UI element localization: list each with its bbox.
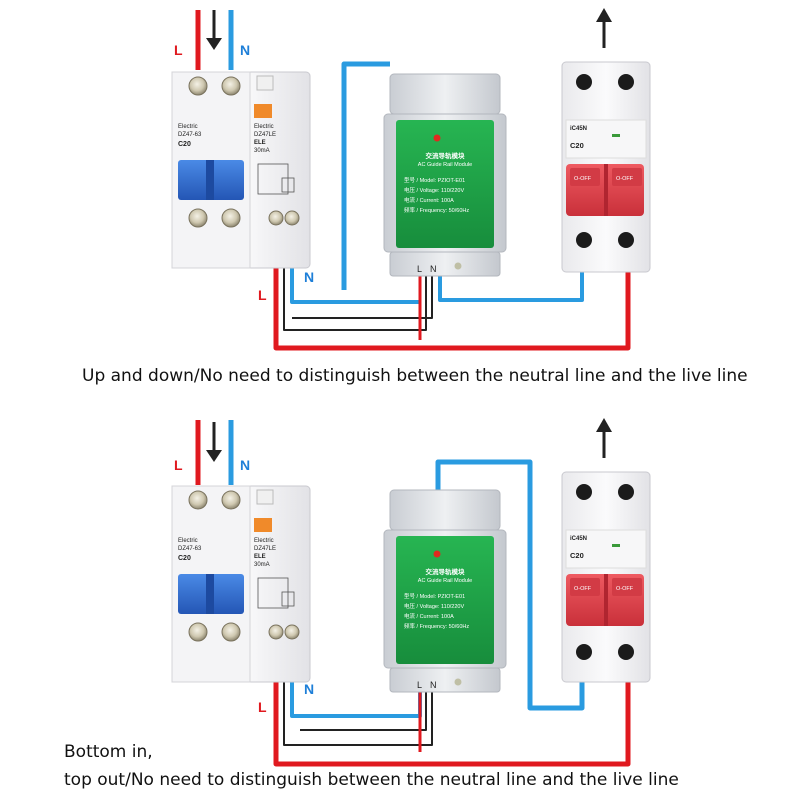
breaker-off-left: O-OFF bbox=[574, 586, 592, 592]
breaker-handle-right[interactable] bbox=[612, 578, 642, 596]
screw-hole-icon bbox=[576, 484, 592, 500]
screw-icon bbox=[221, 490, 241, 510]
module-terminal-l: L bbox=[417, 680, 422, 690]
indicator-led-icon bbox=[433, 550, 441, 558]
breaker-model: iC45N bbox=[570, 536, 587, 542]
wire-neutral-module-top bbox=[341, 61, 390, 290]
screw-icon bbox=[221, 76, 241, 96]
label-live-out: L bbox=[258, 699, 267, 715]
arrow-up-icon bbox=[596, 8, 612, 48]
screw-hole-icon bbox=[618, 232, 634, 248]
caption-top: Up and down/No need to distinguish betwe… bbox=[82, 366, 748, 386]
label-neutral-in: N bbox=[240, 42, 250, 58]
screw-hole-icon bbox=[618, 644, 634, 660]
indicator-led-icon bbox=[433, 134, 441, 142]
wire-common-loop bbox=[283, 640, 433, 746]
caption-bottom-line2: top out/No need to distinguish between t… bbox=[64, 770, 679, 790]
rcbo-series: ELE bbox=[254, 554, 266, 560]
rcbo-model: DZ47-63 bbox=[178, 546, 202, 552]
module-line-frequency: 频率 / Frequency: 50/60Hz bbox=[404, 206, 469, 214]
screw-icon bbox=[188, 208, 208, 228]
rcbo-model-2: DZ47LE bbox=[254, 132, 276, 138]
wire-common-loop-2 bbox=[292, 276, 433, 319]
module-title-cn: 交流导轨模块 bbox=[426, 151, 466, 160]
label-live-in: L bbox=[174, 42, 183, 58]
screw-icon bbox=[188, 622, 208, 642]
rcbo-brand-2: Electric bbox=[254, 538, 274, 544]
screw-hole-icon bbox=[618, 74, 634, 90]
module-terminal-l: L bbox=[417, 264, 422, 274]
ac-rail-module: 交流导轨模块 AC Guide Rail Module 型号 / Model: … bbox=[383, 489, 507, 693]
wire-live-rcbo-out bbox=[273, 225, 631, 351]
arrow-down-icon bbox=[206, 10, 222, 50]
rcbo-series: ELE bbox=[254, 140, 266, 146]
screw-hole-icon bbox=[576, 74, 592, 90]
module-terminal-n: N bbox=[430, 680, 437, 690]
screw-hole-icon bbox=[576, 644, 592, 660]
module-title-en: AC Guide Rail Module bbox=[418, 162, 472, 168]
screw-icon bbox=[188, 490, 208, 510]
module-line-model: 型号 / Model: PZIOT-E01 bbox=[404, 176, 465, 184]
module-title-en: AC Guide Rail Module bbox=[418, 578, 472, 584]
wire-common-loop-2 bbox=[300, 692, 427, 731]
wire-live-rcbo-out bbox=[273, 640, 631, 767]
breaker-handle-left[interactable] bbox=[570, 168, 600, 186]
module-line-current: 电流 / Current: 100A bbox=[404, 612, 454, 620]
screw-icon bbox=[188, 76, 208, 96]
rcbo-model: DZ47-63 bbox=[178, 132, 202, 138]
rcbo-device: Electric DZ47-63 C20 Electric DZ47LE ELE… bbox=[171, 485, 311, 683]
rcbo-trip: 30mA bbox=[254, 562, 270, 568]
panel-bottom: L N N L Electric DZ47-63 C20 Electric DZ… bbox=[64, 418, 679, 790]
caption-bottom-line1: Bottom in, bbox=[64, 742, 153, 762]
rcbo-rating: C20 bbox=[178, 555, 191, 562]
label-live-in: L bbox=[174, 457, 183, 473]
label-neutral-out: N bbox=[304, 269, 314, 285]
screw-icon bbox=[454, 678, 462, 686]
screw-icon bbox=[284, 624, 300, 640]
breaker-handle-right[interactable] bbox=[612, 168, 642, 186]
module-line-frequency: 频率 / Frequency: 50/60Hz bbox=[404, 622, 469, 630]
screw-icon bbox=[454, 262, 462, 270]
arrow-down-icon bbox=[206, 422, 222, 462]
rcbo-model-2: DZ47LE bbox=[254, 546, 276, 552]
rcbo-trip: 30mA bbox=[254, 148, 270, 154]
rcbo-brand-2: Electric bbox=[254, 124, 274, 130]
wire-common-loop bbox=[283, 225, 427, 331]
breaker-handle-left[interactable] bbox=[570, 578, 600, 596]
breaker-rating: C20 bbox=[570, 551, 584, 560]
panel-top: L N N L Electric DZ47-63 C20 Electric DZ… bbox=[82, 8, 748, 386]
screw-icon bbox=[221, 208, 241, 228]
module-terminal-n: N bbox=[430, 264, 437, 274]
screw-icon bbox=[268, 624, 284, 640]
rcbo-brand: Electric bbox=[178, 124, 198, 130]
rcbo-rating: C20 bbox=[178, 141, 191, 148]
breaker-device: iC45N C20 O-OFF O-OFF bbox=[561, 471, 651, 683]
screw-hole-icon bbox=[576, 232, 592, 248]
breaker-device: iC45N C20 O-OFF O-OFF bbox=[561, 61, 651, 273]
label-live-out: L bbox=[258, 287, 267, 303]
screw-hole-icon bbox=[618, 484, 634, 500]
breaker-model: iC45N bbox=[570, 126, 587, 132]
module-title-cn: 交流导轨模块 bbox=[426, 567, 466, 576]
rcbo-device: Electric DZ47-63 C20 Electric DZ47LE ELE… bbox=[171, 71, 311, 269]
module-line-current: 电流 / Current: 100A bbox=[404, 196, 454, 204]
breaker-off-left: O-OFF bbox=[574, 176, 592, 182]
breaker-off-right: O-OFF bbox=[616, 176, 634, 182]
rcbo-brand: Electric bbox=[178, 538, 198, 544]
module-line-model: 型号 / Model: PZIOT-E01 bbox=[404, 592, 465, 600]
screw-icon bbox=[284, 210, 300, 226]
label-neutral-in: N bbox=[240, 457, 250, 473]
module-line-voltage: 电压 / Voltage: 110/220V bbox=[404, 186, 464, 194]
arrow-up-icon bbox=[596, 418, 612, 458]
label-neutral-out: N bbox=[304, 681, 314, 697]
ac-rail-module: 交流导轨模块 AC Guide Rail Module 型号 / Model: … bbox=[383, 73, 507, 277]
breaker-rating: C20 bbox=[570, 141, 584, 150]
breaker-off-right: O-OFF bbox=[616, 586, 634, 592]
wire-neutral-over bbox=[435, 459, 585, 711]
module-line-voltage: 电压 / Voltage: 110/220V bbox=[404, 602, 464, 610]
screw-icon bbox=[268, 210, 284, 226]
screw-icon bbox=[221, 622, 241, 642]
